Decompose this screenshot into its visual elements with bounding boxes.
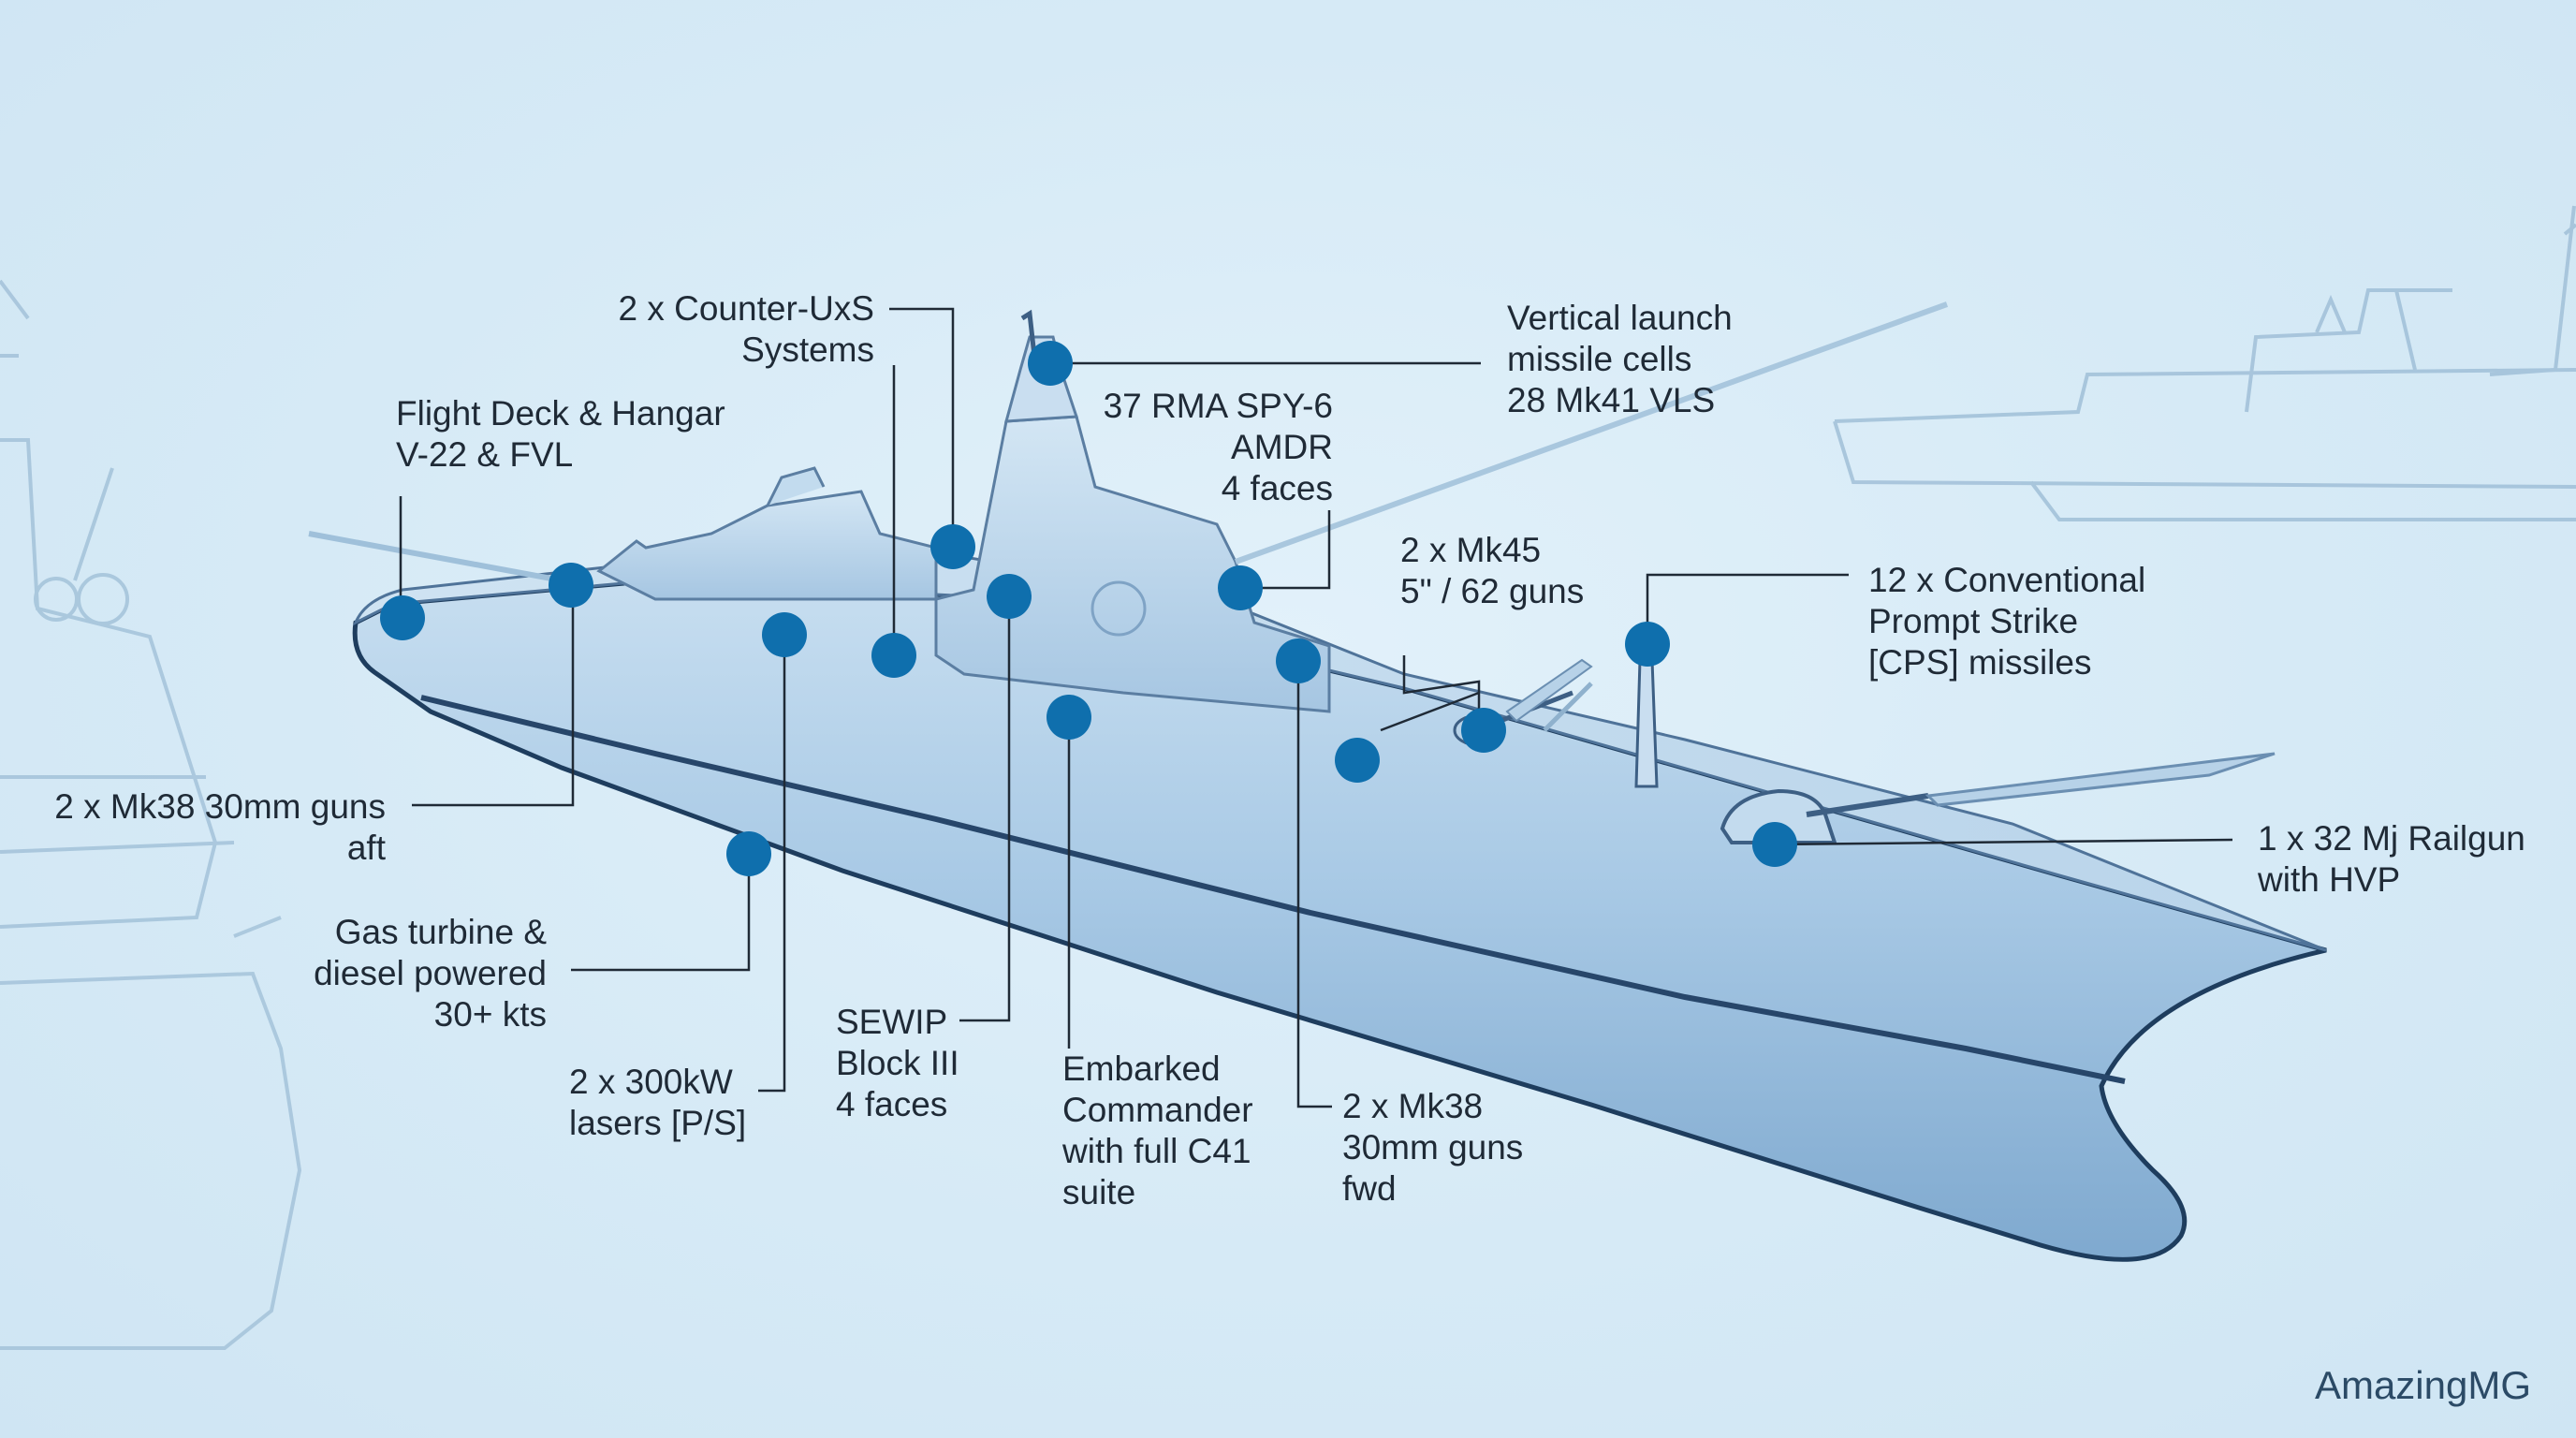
label-counter-uxs-line1: 2 x Counter-UxS <box>618 289 875 328</box>
label-gas-turbine-line1: Gas turbine & <box>334 913 547 951</box>
railgun-trail <box>1925 752 2276 807</box>
leader-cps <box>1646 573 1849 644</box>
marker-counter-uxs <box>930 524 975 569</box>
marker-mk38-fwd <box>1276 638 1321 683</box>
marker-vls <box>1028 341 1073 386</box>
marker-cps <box>1625 622 1670 667</box>
marker-railgun <box>1752 822 1797 867</box>
label-sewip: SEWIP Block III 4 faces <box>836 1002 959 1125</box>
label-mk38-fwd-line2: 30mm guns <box>1342 1128 1524 1167</box>
label-cps-line1: 12 x Conventional <box>1868 561 2146 599</box>
label-flight-deck-line1: Flight Deck & Hangar <box>396 394 725 433</box>
label-mk45: 2 x Mk45 5" / 62 guns <box>1400 530 1584 612</box>
label-mk38-fwd-line3: fwd <box>1342 1169 1397 1208</box>
label-cps-line2: Prompt Strike <box>1868 602 2079 640</box>
railgun-barrel <box>1806 793 1929 817</box>
label-cps-line3: [CPS] missiles <box>1868 643 2092 682</box>
label-spy6-line2: AMDR <box>1231 428 1333 466</box>
marker-mk45-fwd <box>1461 708 1506 753</box>
cps-trail <box>1505 658 1593 723</box>
laser-beam <box>1234 301 1949 565</box>
leader-mk38-fwd <box>1296 661 1332 1108</box>
background-sketch-right <box>1833 205 2576 521</box>
marker-mk45-aft <box>1335 738 1380 783</box>
label-commander-line1: Embarked <box>1062 1049 1221 1088</box>
leader-mk45-2 <box>1380 691 1480 732</box>
leader-lasers <box>758 635 786 1093</box>
leader-mk45 <box>1402 655 1481 712</box>
callout-markers <box>380 341 1797 876</box>
leader-counter-uxs <box>889 307 955 545</box>
marker-sewip <box>987 574 1032 619</box>
radar-face <box>1090 580 1147 637</box>
label-counter-uxs: 2 x Counter-UxS Systems <box>619 288 875 371</box>
label-commander-line2: Commander <box>1062 1091 1253 1129</box>
label-lasers: 2 x 300kW lasers [P/S] <box>569 1062 746 1144</box>
label-gas-turbine: Gas turbine & diesel powered 30+ kts <box>314 912 547 1035</box>
marker-spy6 <box>1218 565 1263 610</box>
mast-top <box>1020 309 1037 357</box>
label-commander: Embarked Commander with full C41 suite <box>1062 1049 1253 1213</box>
label-flight-deck-line2: V-22 & FVL <box>396 435 574 474</box>
label-mk38-fwd-line1: 2 x Mk38 <box>1342 1087 1484 1125</box>
label-vls-line1: Vertical launch <box>1507 299 1733 337</box>
label-railgun-line2: with HVP <box>2258 860 2401 899</box>
label-mk45-line2: 5" / 62 guns <box>1400 572 1585 610</box>
label-spy6-line1: 37 RMA SPY-6 <box>1103 387 1333 425</box>
marker-mk38-aft <box>549 563 593 608</box>
label-vls: Vertical launch missile cells 28 Mk41 VL… <box>1507 298 1733 421</box>
hangar-sensor <box>766 466 826 506</box>
leader-lines <box>399 307 2233 1108</box>
label-mk38-fwd: 2 x Mk38 30mm guns fwd <box>1342 1086 1523 1210</box>
marker-counter-uxs-aft <box>871 633 916 678</box>
marker-gas-turbine <box>726 831 771 876</box>
label-sewip-line1: SEWIP <box>836 1003 948 1041</box>
label-vls-line3: 28 Mk41 VLS <box>1507 381 1716 419</box>
brand-watermark: AmazingMG <box>2314 1363 2531 1407</box>
background-sketch-left <box>0 279 302 1350</box>
leader-sewip <box>959 596 1011 1022</box>
label-railgun: 1 x 32 Mj Railgun with HVP <box>2258 818 2525 901</box>
label-sewip-line2: Block III <box>836 1044 959 1082</box>
label-gas-turbine-line3: 30+ kts <box>433 995 547 1034</box>
marker-commander <box>1046 695 1091 740</box>
label-spy6: 37 RMA SPY-6 AMDR 4 faces <box>1104 386 1333 509</box>
label-commander-line4: suite <box>1062 1173 1136 1211</box>
label-mk38-aft: 2 x Mk38 30mm guns aft <box>54 786 386 869</box>
label-mk45-line1: 2 x Mk45 <box>1400 531 1542 569</box>
leader-railgun <box>1774 838 2233 846</box>
label-mk38-aft-line2: aft <box>346 829 386 867</box>
label-mk38-aft-line1: 2 x Mk38 30mm guns <box>54 787 386 826</box>
label-flight-deck: Flight Deck & Hangar V-22 & FVL <box>396 393 725 476</box>
label-gas-turbine-line2: diesel powered <box>314 954 547 992</box>
hangar-structure <box>596 490 938 601</box>
label-counter-uxs-line2: Systems <box>741 330 874 369</box>
waterline-stripe <box>420 695 2126 1084</box>
leader-spy6 <box>1240 510 1331 590</box>
label-vls-line2: missile cells <box>1507 340 1692 378</box>
label-lasers-line1: 2 x 300kW <box>569 1063 733 1101</box>
cps-launcher <box>1634 658 1659 788</box>
marker-flight-deck <box>380 595 425 640</box>
label-sewip-line3: 4 faces <box>836 1085 948 1123</box>
cps-vapor <box>1543 682 1593 732</box>
aft-beam <box>308 531 563 583</box>
label-cps: 12 x Conventional Prompt Strike [CPS] mi… <box>1868 560 2145 683</box>
marker-lasers <box>762 612 807 657</box>
label-lasers-line2: lasers [P/S] <box>569 1104 747 1142</box>
leader-mk38-aft <box>412 585 575 807</box>
label-railgun-line1: 1 x 32 Mj Railgun <box>2258 819 2525 858</box>
label-spy6-line3: 4 faces <box>1221 469 1333 507</box>
leader-gas-turbine <box>571 854 751 972</box>
label-commander-line3: with full C41 <box>1062 1132 1251 1170</box>
